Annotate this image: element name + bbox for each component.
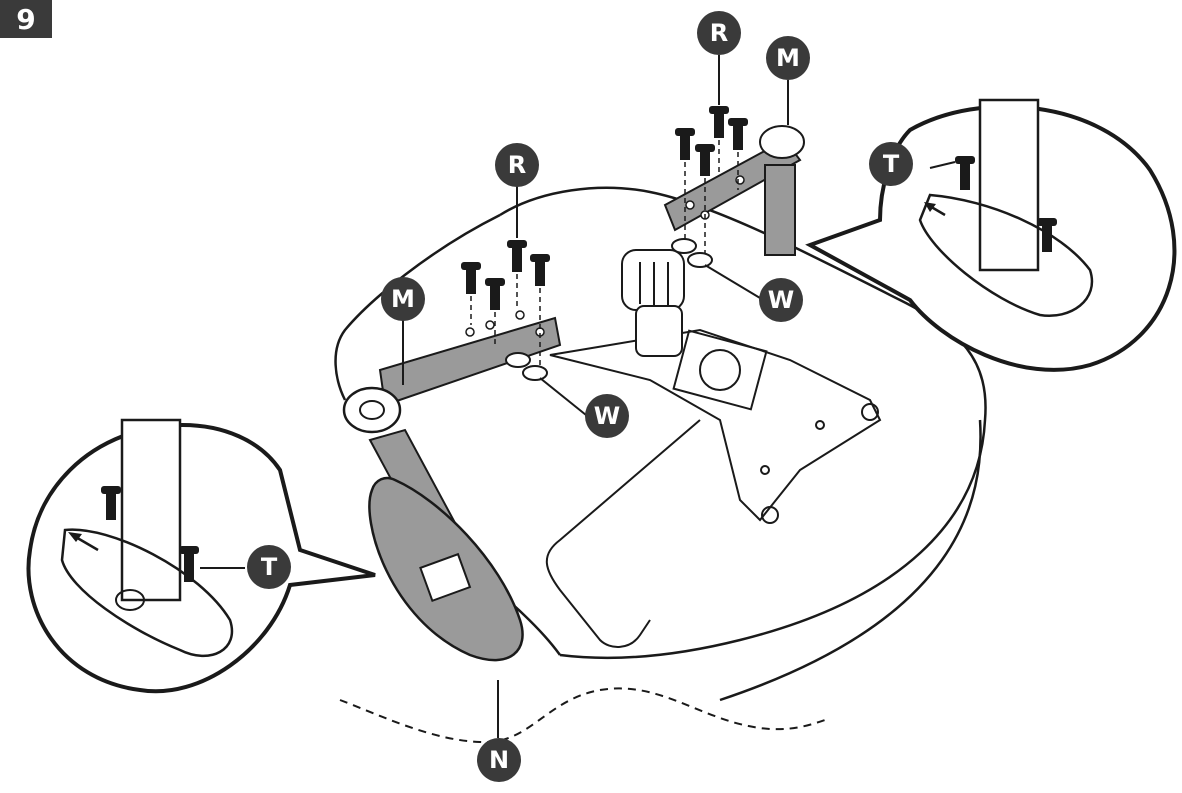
right-mount-plate [663, 125, 805, 256]
callout-W-right: W [759, 278, 803, 322]
screws-top [675, 106, 748, 176]
callout-T-left: T [247, 545, 291, 589]
callout-R-mid: R [495, 143, 539, 187]
callout-W-mid: W [585, 394, 629, 438]
detail-circle-left [26, 418, 376, 694]
left-armrest [342, 386, 524, 662]
screw-guides-left [470, 274, 541, 370]
leader-lines [402, 55, 789, 738]
floor-dashed-line [339, 687, 826, 744]
callout-M-left: M [381, 277, 425, 321]
callout-R-top: R [697, 11, 741, 55]
callout-N-bottom: N [477, 738, 521, 782]
washers [505, 238, 713, 381]
screw-guides-top [684, 140, 739, 260]
step-number-badge: 9 [0, 0, 52, 38]
screws-left [461, 240, 550, 310]
left-mount-plate [378, 310, 562, 407]
callout-T-right: T [869, 142, 913, 186]
gas-lift-knob [621, 249, 685, 357]
callout-M-top: M [766, 36, 810, 80]
adjust-lever [545, 419, 701, 648]
tilt-mechanism [549, 328, 882, 524]
detail-circle-right [805, 98, 1177, 372]
